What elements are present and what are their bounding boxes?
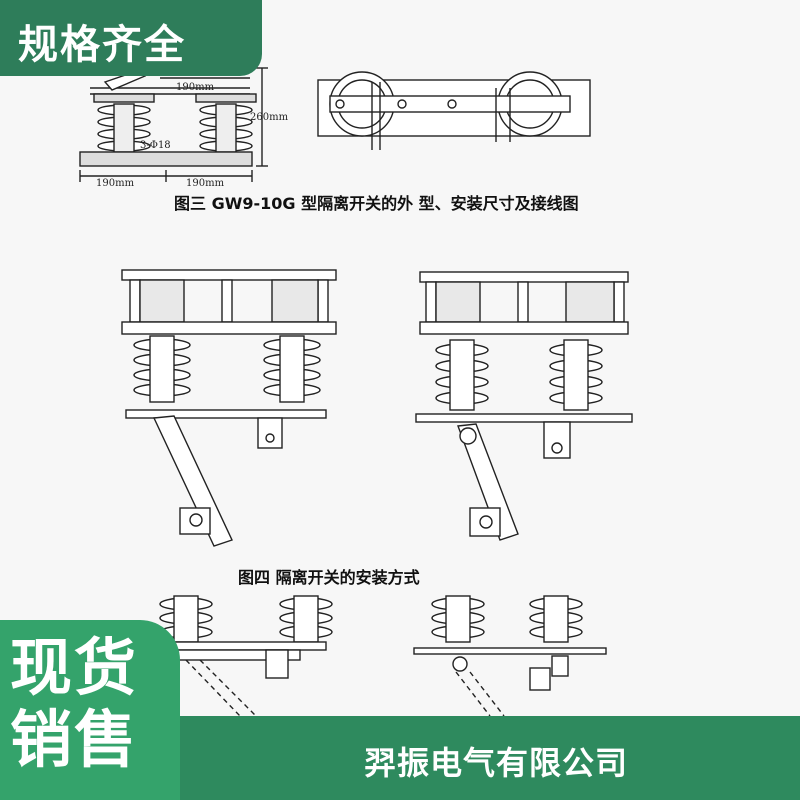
dim-260: 260mm [250, 112, 289, 123]
dim-190-top: 190mm [176, 82, 215, 93]
figure4-caption: 图四 隔离开关的安装方式 [238, 568, 420, 587]
bottom-right-switch [413, 595, 607, 717]
bottom-badge-line2: 销售 [10, 703, 139, 776]
bottom-badge: 现货 销售 [0, 620, 180, 800]
hole-label: 3-Φ18 [140, 140, 171, 151]
fig4-right-switch [415, 271, 633, 541]
bottom-left-switch [155, 595, 333, 717]
fig3-top-view [317, 71, 591, 150]
dim-190-left: 190mm [96, 178, 135, 189]
fig4-left-switch [121, 269, 337, 547]
company-name: 羿振电气有限公司 [363, 744, 628, 782]
top-badge-text: 规格齐全 [18, 22, 186, 68]
figure3-caption: 图三 GW9-10G 型隔离开关的外 型、安装尺寸及接线图 [174, 194, 579, 213]
bottom-badge-line1: 现货 [10, 631, 139, 704]
dim-190-right: 190mm [186, 178, 225, 189]
fig3-side-view [79, 67, 268, 182]
top-badge: 规格齐全 [0, 0, 262, 76]
